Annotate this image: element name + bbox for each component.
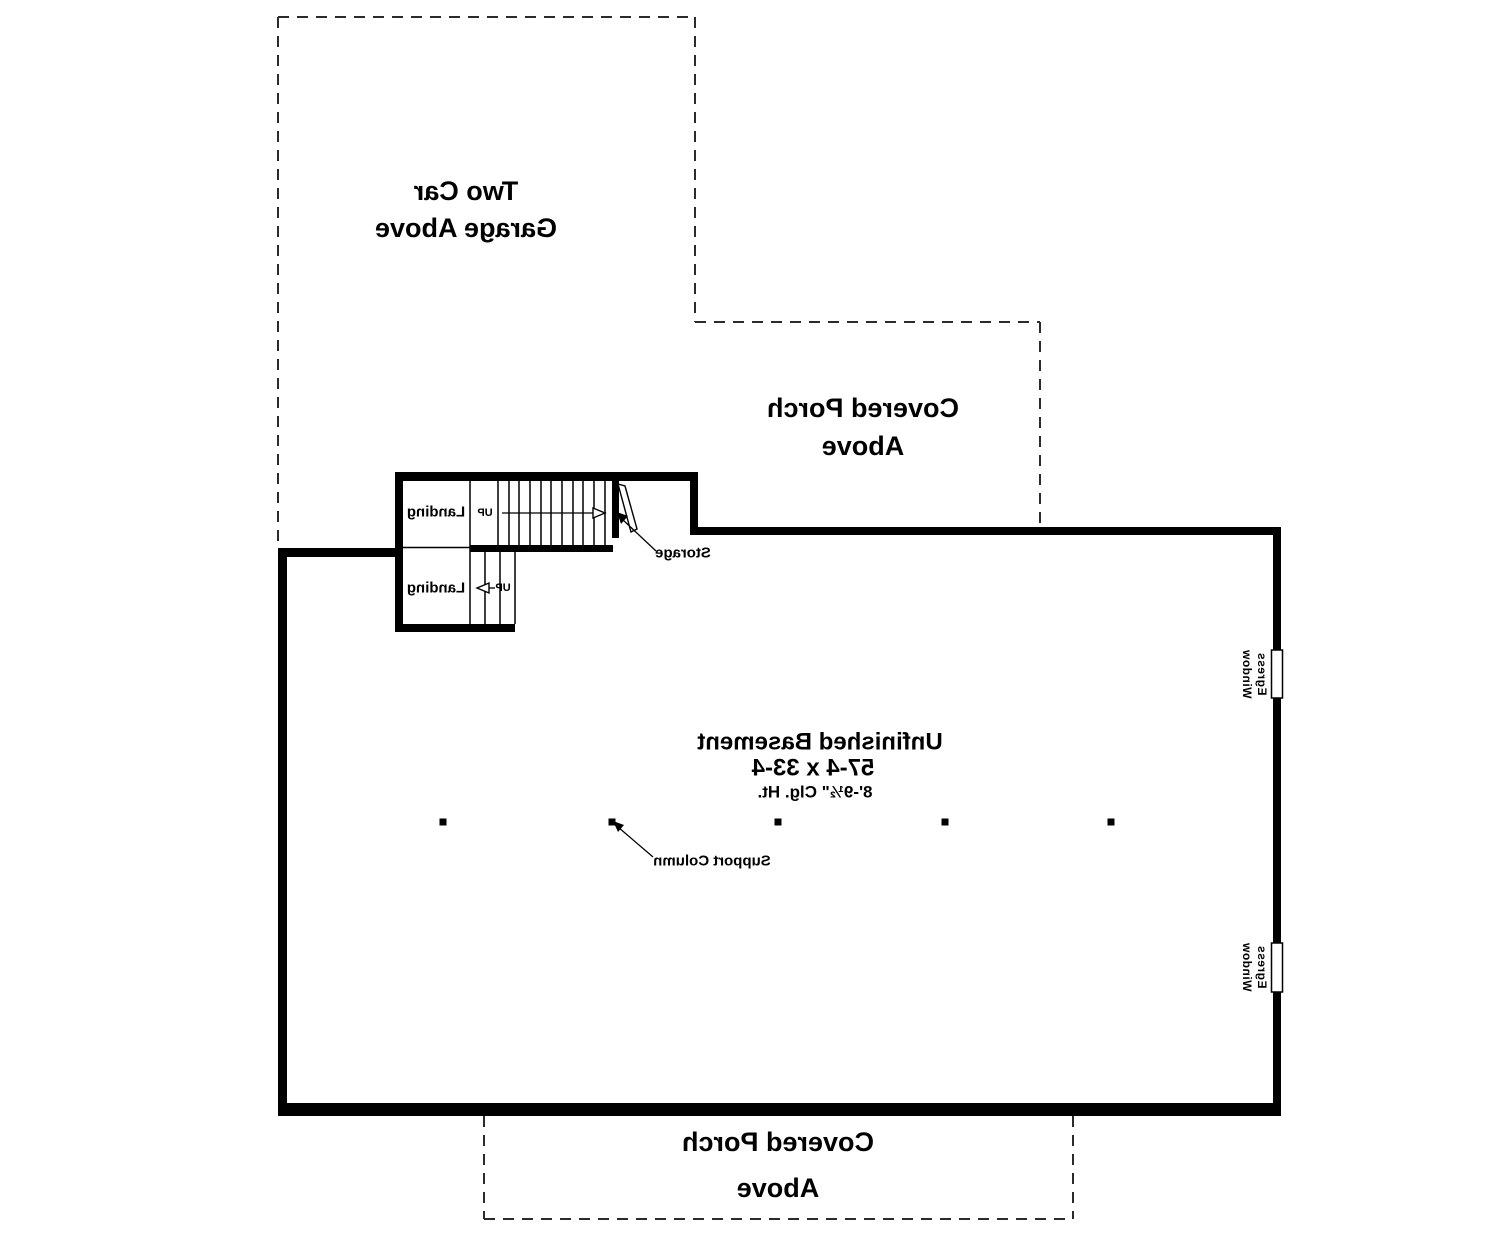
stair-wall-middle [470, 545, 613, 552]
stair-wall-top [395, 472, 698, 481]
egress-window-2 [1270, 942, 1284, 993]
landing-lower-label: Landing [407, 580, 465, 597]
support-column-5 [1107, 818, 1115, 826]
support-column-3 [774, 818, 782, 826]
porch-bottom-label-line1: Covered Porch [682, 1127, 874, 1157]
storage-door-jamb [612, 481, 619, 538]
up-upper-label: UP [477, 507, 492, 519]
covered-porch-bottom-dashed-outline [483, 1116, 1074, 1220]
support-column-2 [608, 818, 616, 826]
stair-treads [403, 481, 606, 624]
window-egress-2-line1: Window [1240, 942, 1254, 991]
covered-porch-top-dashed-outline [695, 321, 1041, 527]
wall-right-lower [1273, 992, 1281, 1104]
stair-enclosure-walls [395, 472, 698, 632]
wall-top-right [690, 527, 1281, 535]
window-egress-label-1: Window Egress [1240, 649, 1269, 698]
stair-wall-left [395, 472, 403, 632]
window-egress-2-line2: Egress [1255, 945, 1269, 988]
wall-right-upper [1273, 527, 1281, 650]
wall-top-left [278, 548, 403, 557]
basement-label-dimensions: 57-4 x 33-4 [751, 755, 874, 782]
basement-label-ceiling-height: 8'-9½" Clg. Ht. [757, 783, 872, 802]
garage-above-dashed-outline [277, 16, 696, 548]
wall-bottom [278, 1103, 1281, 1116]
support-columns [439, 818, 1115, 826]
porch-top-label-line2: Above [822, 431, 905, 461]
storage-label: Storage [655, 545, 711, 562]
support-column-label: Support Column [653, 853, 770, 870]
up-arrow-lower [475, 581, 495, 595]
garage-label-line1: Two Car [413, 176, 518, 206]
landing-upper-label: Landing [407, 504, 465, 521]
garage-label-line2: Garage Above [375, 213, 557, 243]
support-leader-line [617, 826, 654, 858]
egress-window-1 [1270, 649, 1284, 699]
support-column-4 [941, 818, 949, 826]
stair-wall-right [690, 472, 698, 535]
window-egress-1-line2: Egress [1255, 652, 1269, 695]
basement-walls [278, 527, 1281, 1116]
basement-label-line1: Unfinished Basement [697, 729, 942, 756]
wall-left [278, 548, 287, 1103]
up-arrow-lower-head [475, 581, 490, 595]
porch-top-label-line1: Covered Porch [767, 393, 959, 423]
storage-leader-arrowhead [617, 512, 628, 524]
support-leader-arrowhead [613, 821, 624, 832]
wall-right-middle [1273, 698, 1281, 943]
support-column-leader [613, 821, 654, 858]
stair-wall-bottom [395, 624, 515, 632]
storage-leader [617, 512, 657, 552]
window-egress-1-line1: Window [1240, 649, 1254, 698]
storage-leader-line [621, 518, 657, 552]
up-arrow-upper [502, 506, 607, 520]
up-arrow-upper-head [592, 506, 607, 520]
porch-bottom-label-line2: Above [737, 1173, 820, 1203]
up-lower-label: UP [495, 582, 510, 594]
support-column-1 [439, 818, 447, 826]
window-egress-label-2: Window Egress [1240, 942, 1269, 991]
